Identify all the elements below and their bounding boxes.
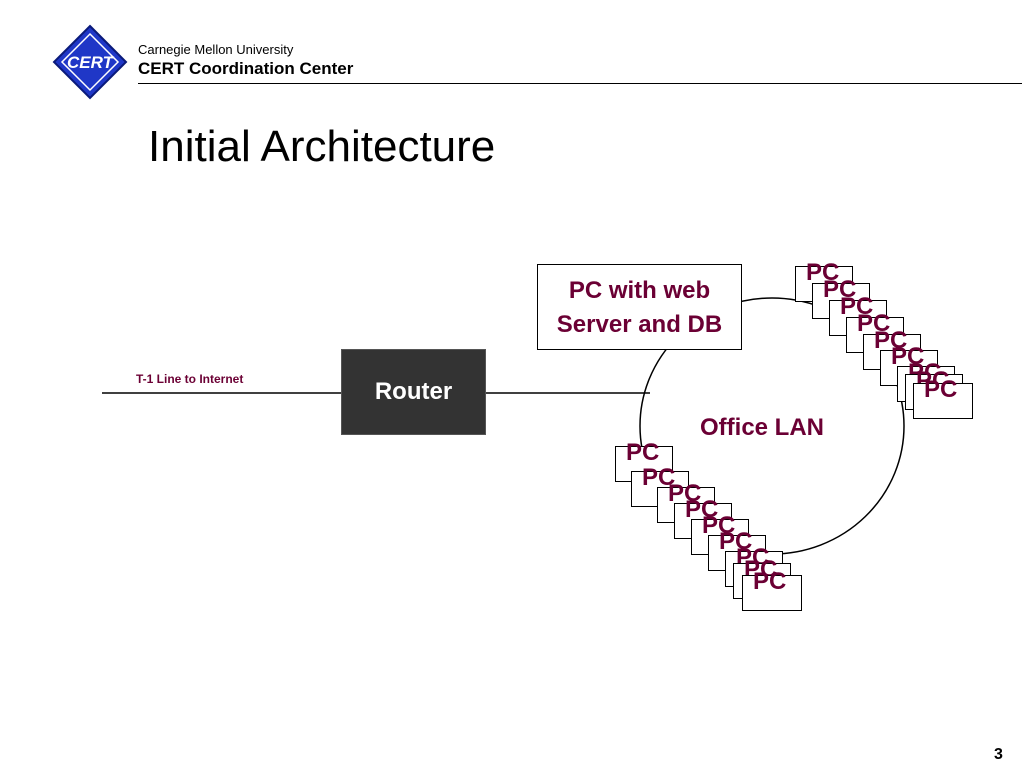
router-box: Router: [341, 349, 486, 435]
pc-label: PC: [685, 496, 719, 523]
pc-label: PC: [874, 327, 908, 354]
internet-line-label: T-1 Line to Internet: [136, 372, 244, 386]
pc-box: PC: [742, 568, 802, 611]
pc-label: PC: [840, 293, 874, 320]
pc-label: PC: [668, 480, 702, 507]
pc-label: PC: [924, 376, 958, 403]
svg-text:CERT: CERT: [67, 53, 115, 72]
office-lan-label: Office LAN: [700, 414, 825, 441]
pc-label: PC: [857, 310, 891, 337]
pc-label: PC: [806, 259, 840, 286]
center-name: CERT Coordination Center: [138, 59, 354, 78]
pc-box: PC: [913, 376, 973, 419]
pc-label: PC: [642, 464, 676, 491]
web-server-label-line1: PC with web: [568, 277, 711, 304]
web-server-label-line2: Server and DB: [556, 311, 723, 338]
header-divider: [138, 83, 1022, 84]
router-label: Router: [374, 378, 453, 405]
pc-label: PC: [626, 439, 660, 466]
pc-label: PC: [891, 343, 925, 370]
page-number: 3: [994, 746, 1003, 763]
pc-label: PC: [702, 512, 736, 539]
pc-label: PC: [719, 528, 753, 555]
web-server-box: PC with web Server and DB: [537, 264, 742, 350]
cert-logo: CERT: [52, 24, 128, 100]
slide-title: Initial Architecture: [148, 122, 496, 171]
pc-label: PC: [823, 276, 857, 303]
pc-label: PC: [753, 568, 787, 595]
org-name: Carnegie Mellon University: [138, 42, 294, 57]
